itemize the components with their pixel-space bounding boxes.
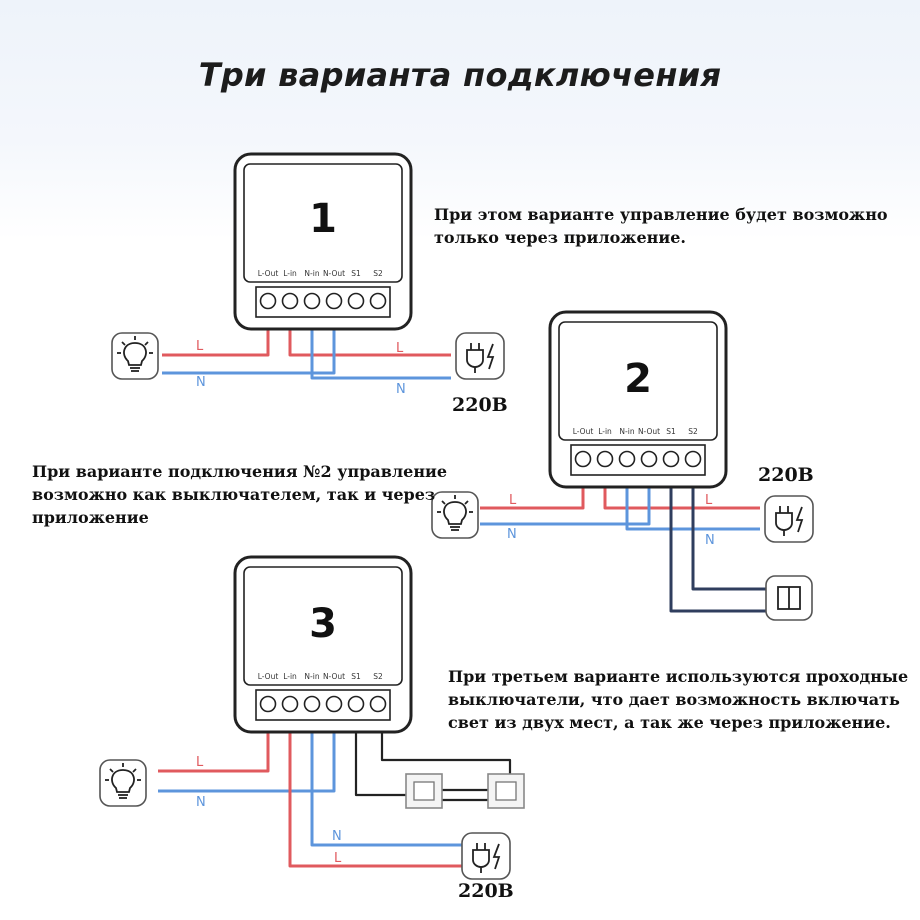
caption-line: приложение bbox=[32, 508, 149, 527]
variant-1-label-l-lamp: L bbox=[196, 339, 204, 354]
variant-1-number: 1 bbox=[309, 196, 337, 242]
variant-3-wire-neutral-supply bbox=[310, 711, 462, 847]
terminal-label: N-in bbox=[304, 672, 319, 681]
caption-line: возможно как выключателем, так и через bbox=[32, 485, 436, 504]
terminal-label: N-Out bbox=[323, 672, 345, 681]
variant-1-module: 1 L-Out L-in N-in N-Out S1 S2 bbox=[233, 152, 413, 331]
variant-2-voltage-label: 220В bbox=[758, 464, 814, 486]
variant-2-module: 2 L-Out L-in N-in N-Out S1 S2 bbox=[548, 310, 728, 489]
variant-1-voltage-label: 220В bbox=[452, 394, 508, 416]
pass-through-switch-icon bbox=[405, 773, 443, 809]
light-bulb-icon bbox=[99, 759, 147, 807]
variant-1-diagram: L N L N 1 L-Out L-in N-in N-Out S1 S2 bbox=[111, 152, 505, 397]
variant-3-label-n-supply: N bbox=[332, 829, 342, 844]
variant-2-wire-s1 bbox=[669, 466, 766, 613]
variant-3-wire-line-supply bbox=[288, 711, 462, 868]
variant-2-caption: При варианте подключения №2 управление в… bbox=[32, 460, 447, 529]
variant-3-label-l-lamp: L bbox=[196, 755, 204, 770]
variant-2-label-l-supply: L bbox=[705, 493, 713, 508]
terminal-label: S1 bbox=[666, 427, 676, 436]
variant-2-label-n-supply: N bbox=[705, 533, 715, 548]
variant-2-number: 2 bbox=[624, 356, 652, 402]
page-title: Три варианта подключения bbox=[198, 56, 722, 94]
variant-3-label-l-supply: L bbox=[334, 851, 342, 866]
variant-2-label-l-lamp: L bbox=[509, 493, 517, 508]
terminal-label: L-Out bbox=[258, 269, 279, 278]
terminal-label: L-Out bbox=[258, 672, 279, 681]
variant-3-wire-neutral-lamp bbox=[158, 711, 336, 793]
terminal-label: N-in bbox=[304, 269, 319, 278]
caption-line: выключатели, что дает возможность включа… bbox=[448, 690, 900, 709]
variant-3-module: 3 L-Out L-in N-in N-Out S1 S2 bbox=[233, 555, 413, 734]
wall-switch-icon bbox=[765, 575, 813, 621]
variant-1-label-n-supply: N bbox=[396, 382, 406, 397]
caption-line: свет из двух мест, а так же через прилож… bbox=[448, 713, 891, 732]
terminal-label: S2 bbox=[373, 269, 383, 278]
caption-line: При третьем варианте используются проход… bbox=[448, 667, 909, 686]
caption-line: При варианте подключения №2 управление bbox=[32, 462, 448, 481]
power-plug-icon bbox=[764, 495, 814, 543]
variant-3-label-n-lamp: N bbox=[196, 795, 206, 810]
caption-line: только через приложение. bbox=[434, 228, 686, 247]
power-plug-icon bbox=[461, 832, 511, 880]
variant-3-wire-s2 bbox=[380, 711, 512, 780]
terminal-label: S1 bbox=[351, 269, 361, 278]
variant-1-label-l-supply: L bbox=[396, 341, 404, 356]
variant-1-caption: При этом варианте управление будет возмо… bbox=[434, 203, 888, 249]
caption-line: При этом варианте управление будет возмо… bbox=[434, 205, 888, 224]
variant-3-number: 3 bbox=[309, 601, 337, 647]
terminal-label: S1 bbox=[351, 672, 361, 681]
variant-3-voltage-label: 220В bbox=[458, 880, 514, 902]
terminal-label: N-in bbox=[619, 427, 634, 436]
variant-2-wire-s2 bbox=[691, 466, 766, 591]
power-plug-icon bbox=[455, 332, 505, 380]
variant-3-caption: При третьем варианте используются проход… bbox=[448, 665, 908, 734]
variant-2-diagram: L N L N 2 L-Out L-in N-in N-Out S1 S2 bbox=[431, 310, 814, 621]
pass-through-switch-icon bbox=[487, 773, 525, 809]
terminal-label: N-Out bbox=[638, 427, 660, 436]
variant-2-label-n-lamp: N bbox=[507, 527, 517, 542]
terminal-label: L-in bbox=[598, 427, 612, 436]
terminal-label: S2 bbox=[373, 672, 383, 681]
terminal-label: L-in bbox=[283, 672, 297, 681]
variant-3-diagram: L N N L 3 L-Out L-in N-in N-Out S1 S2 bbox=[99, 555, 525, 880]
variant-1-label-n-lamp: N bbox=[196, 375, 206, 390]
terminal-label: L-in bbox=[283, 269, 297, 278]
terminal-label: L-Out bbox=[573, 427, 594, 436]
terminal-label: S2 bbox=[688, 427, 698, 436]
terminal-label: N-Out bbox=[323, 269, 345, 278]
light-bulb-icon bbox=[111, 332, 159, 380]
variant-3-wire-s1 bbox=[354, 711, 426, 797]
